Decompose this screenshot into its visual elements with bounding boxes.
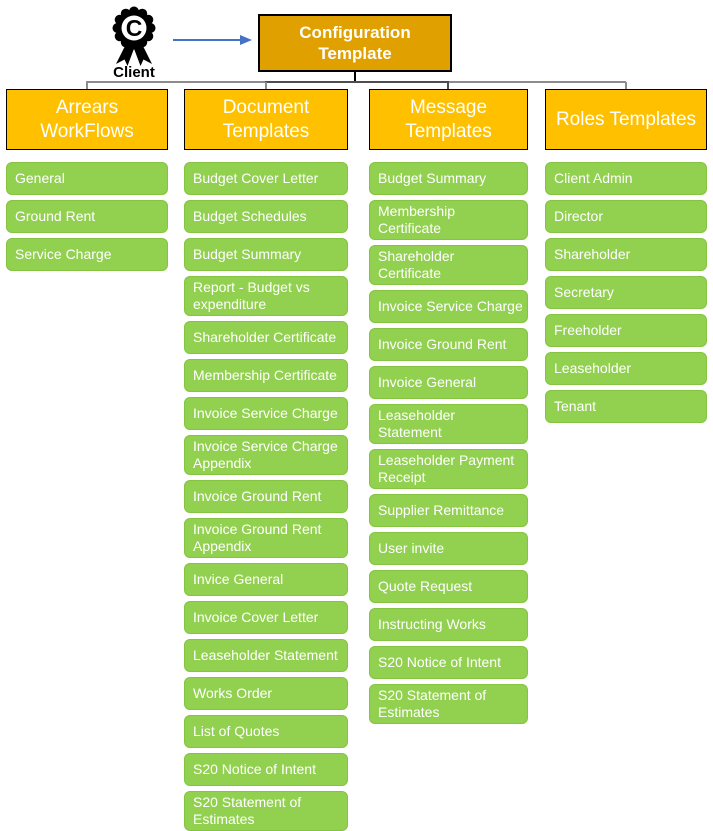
connector-drop (86, 82, 88, 90)
column-header-roles-templates: Roles Templates (545, 89, 707, 150)
list-item: Invoice Ground Rent Appendix (184, 518, 348, 558)
list-item: Leaseholder Statement (184, 639, 348, 672)
list-item: Tenant (545, 390, 707, 423)
list-item: Membership Certificate (184, 359, 348, 392)
svg-text:C: C (126, 15, 143, 41)
list-item: S20 Notice of Intent (184, 753, 348, 786)
list-item: Budget Cover Letter (184, 162, 348, 195)
root-node-label: Configuration Template (299, 22, 411, 63)
column-header-message-templates: Message Templates (369, 89, 528, 150)
connector-drop (265, 82, 267, 90)
connector-horizontal-dark (265, 81, 449, 83)
list-item: Instructing Works (369, 608, 528, 641)
list-item: List of Quotes (184, 715, 348, 748)
right-arrow-icon (172, 33, 254, 47)
list-item: Membership Certificate (369, 200, 528, 240)
list-item: Budget Summary (369, 162, 528, 195)
list-item: General (6, 162, 168, 195)
list-item: Invoice General (369, 366, 528, 399)
list-item: Invoice Service Charge Appendix (184, 435, 348, 475)
list-item: Director (545, 200, 707, 233)
connector-root-stub (354, 72, 356, 82)
list-item: Secretary (545, 276, 707, 309)
list-item: Shareholder (545, 238, 707, 271)
list-item: Invoice Service Charge (369, 290, 528, 323)
list-item: Leaseholder (545, 352, 707, 385)
list-item: Budget Summary (184, 238, 348, 271)
list-item: Invoice Service Charge (184, 397, 348, 430)
list-item: S20 Statement of Estimates (184, 791, 348, 831)
list-item: Supplier Remittance (369, 494, 528, 527)
client-label: Client (113, 64, 155, 81)
list-item: Report - Budget vs expenditure (184, 276, 348, 316)
list-item: S20 Statement of Estimates (369, 684, 528, 724)
list-item: Leaseholder Statement (369, 404, 528, 444)
list-item: Ground Rent (6, 200, 168, 233)
client-node: C Client (101, 4, 167, 81)
root-node-configuration-template: Configuration Template (258, 14, 452, 72)
list-item: Invoice Cover Letter (184, 601, 348, 634)
list-item: User invite (369, 532, 528, 565)
list-item: Freeholder (545, 314, 707, 347)
connector-drop (625, 82, 627, 90)
list-item: Shareholder Certificate (369, 245, 528, 285)
list-item: Invoice Ground Rent (369, 328, 528, 361)
list-item: Budget Schedules (184, 200, 348, 233)
certificate-badge-icon: C (112, 6, 156, 66)
list-item: Invice General (184, 563, 348, 596)
list-item: Service Charge (6, 238, 168, 271)
connector-drop (447, 82, 449, 90)
column-header-document-templates: Document Templates (184, 89, 348, 150)
list-item: Shareholder Certificate (184, 321, 348, 354)
list-item: Leaseholder Payment Receipt (369, 449, 528, 489)
column-header-arrears-workflows: Arrears WorkFlows (6, 89, 168, 150)
list-item: Client Admin (545, 162, 707, 195)
list-item: Invoice Ground Rent (184, 480, 348, 513)
list-item: Works Order (184, 677, 348, 710)
list-item: S20 Notice of Intent (369, 646, 528, 679)
list-item: Quote Request (369, 570, 528, 603)
